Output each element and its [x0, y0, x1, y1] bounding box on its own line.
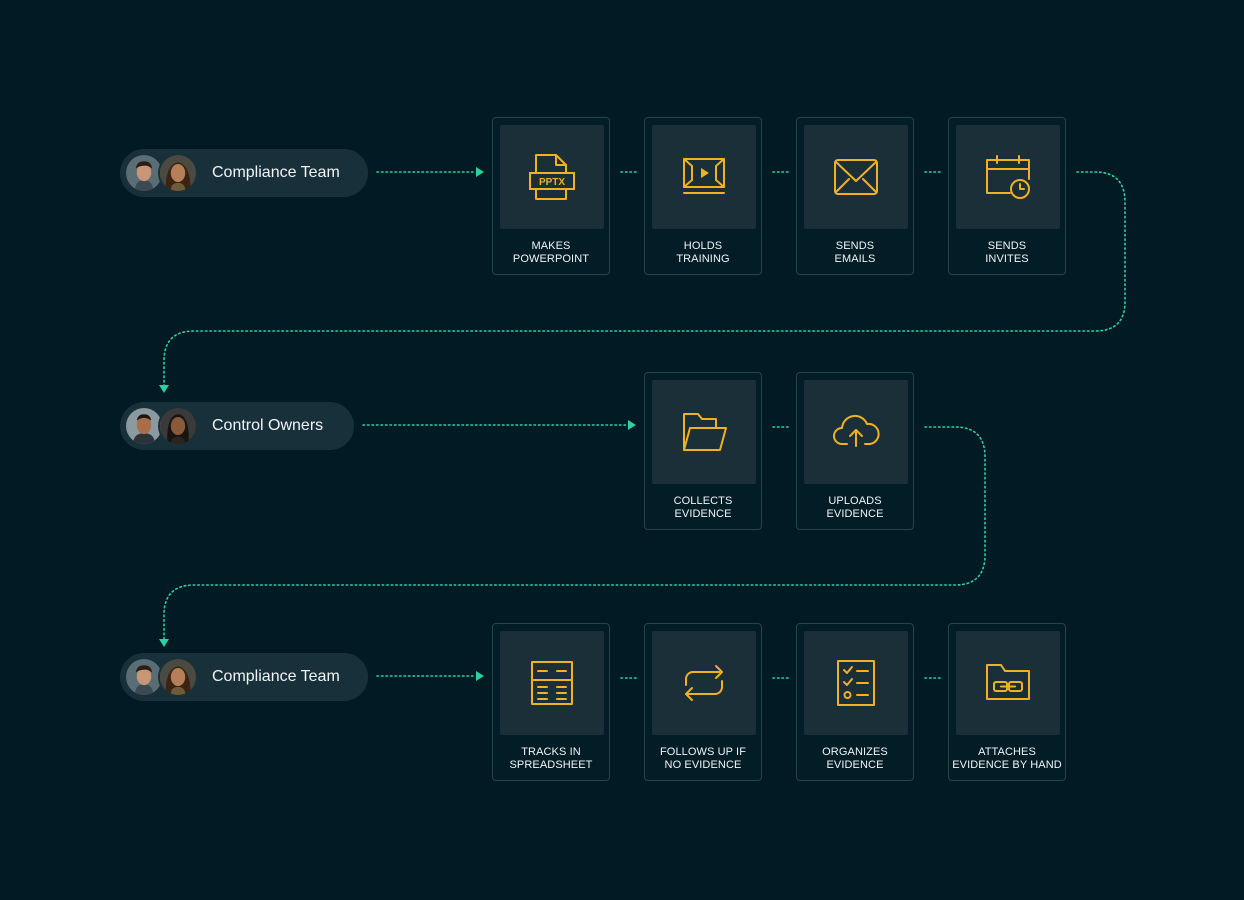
- step-icon-tile: [500, 631, 604, 735]
- video-training-icon: [683, 158, 725, 194]
- step-label: ATTACHES EVIDENCE BY HAND: [952, 746, 1062, 771]
- step-label: SENDS EMAILS: [834, 240, 876, 265]
- actor-pill-compliance-team: Compliance Team: [120, 149, 368, 197]
- arrowhead: [628, 420, 636, 430]
- step-label: HOLDS TRAINING: [676, 240, 730, 265]
- avatar: [158, 153, 198, 193]
- actor-name: Control Owners: [212, 417, 324, 434]
- step-icon-tile: [956, 631, 1060, 735]
- step-icon-tile: [804, 380, 908, 484]
- avatar-group: [124, 153, 200, 193]
- step-card: COLLECTS EVIDENCE: [644, 372, 762, 530]
- step-card: ORGANIZES EVIDENCE: [796, 623, 914, 781]
- step-icon-tile: [652, 125, 756, 229]
- step-label: FOLLOWS UP IF NO EVIDENCE: [659, 746, 747, 771]
- actor-name: Compliance Team: [212, 668, 340, 685]
- actor-pill-control-owners: Control Owners: [120, 402, 354, 450]
- step-card: SENDS INVITES: [948, 117, 1066, 275]
- actor-pill-compliance-team: Compliance Team: [120, 653, 368, 701]
- step-label: MAKES POWERPOINT: [512, 240, 590, 265]
- arrowhead: [476, 671, 484, 681]
- avatar: [158, 657, 198, 697]
- step-card: HOLDS TRAINING: [644, 117, 762, 275]
- avatar: [124, 657, 164, 697]
- step-card: FOLLOWS UP IF NO EVIDENCE: [644, 623, 762, 781]
- cloud-upload-icon: [833, 414, 880, 447]
- step-icon-tile: [652, 380, 756, 484]
- calendar-clock-icon: [986, 155, 1030, 199]
- step-card: SENDS EMAILS: [796, 117, 914, 275]
- step-card: PPTX MAKES POWERPOINT: [492, 117, 610, 275]
- step-card: UPLOADS EVIDENCE: [796, 372, 914, 530]
- pptx-file-icon: PPTX: [529, 154, 575, 200]
- step-label: ORGANIZES EVIDENCE: [822, 746, 888, 771]
- step-card: ATTACHES EVIDENCE BY HAND: [948, 623, 1066, 781]
- arrowhead: [476, 167, 484, 177]
- avatar-group: [124, 657, 200, 697]
- avatar: [124, 406, 164, 446]
- open-folder-icon: [683, 413, 727, 451]
- arrowhead: [159, 385, 169, 393]
- repeat-arrows-icon: [685, 665, 723, 701]
- step-label: TRACKS IN SPREADSHEET: [509, 746, 593, 771]
- folder-link-icon: [986, 664, 1030, 700]
- step-label: SENDS INVITES: [985, 240, 1029, 265]
- avatar-group: [124, 406, 200, 446]
- actor-name: Compliance Team: [212, 164, 340, 181]
- spreadsheet-icon: [531, 661, 573, 705]
- arrowhead: [159, 639, 169, 647]
- pptx-label: PPTX: [539, 177, 565, 188]
- step-label: UPLOADS EVIDENCE: [826, 495, 884, 520]
- envelope-icon: [834, 159, 878, 195]
- avatar: [158, 406, 198, 446]
- step-icon-tile: [652, 631, 756, 735]
- step-icon-tile: PPTX: [500, 125, 604, 229]
- step-icon-tile: [804, 125, 908, 229]
- checklist-icon: [837, 660, 875, 706]
- step-card: TRACKS IN SPREADSHEET: [492, 623, 610, 781]
- step-label: COLLECTS EVIDENCE: [673, 495, 733, 520]
- step-icon-tile: [804, 631, 908, 735]
- step-icon-tile: [956, 125, 1060, 229]
